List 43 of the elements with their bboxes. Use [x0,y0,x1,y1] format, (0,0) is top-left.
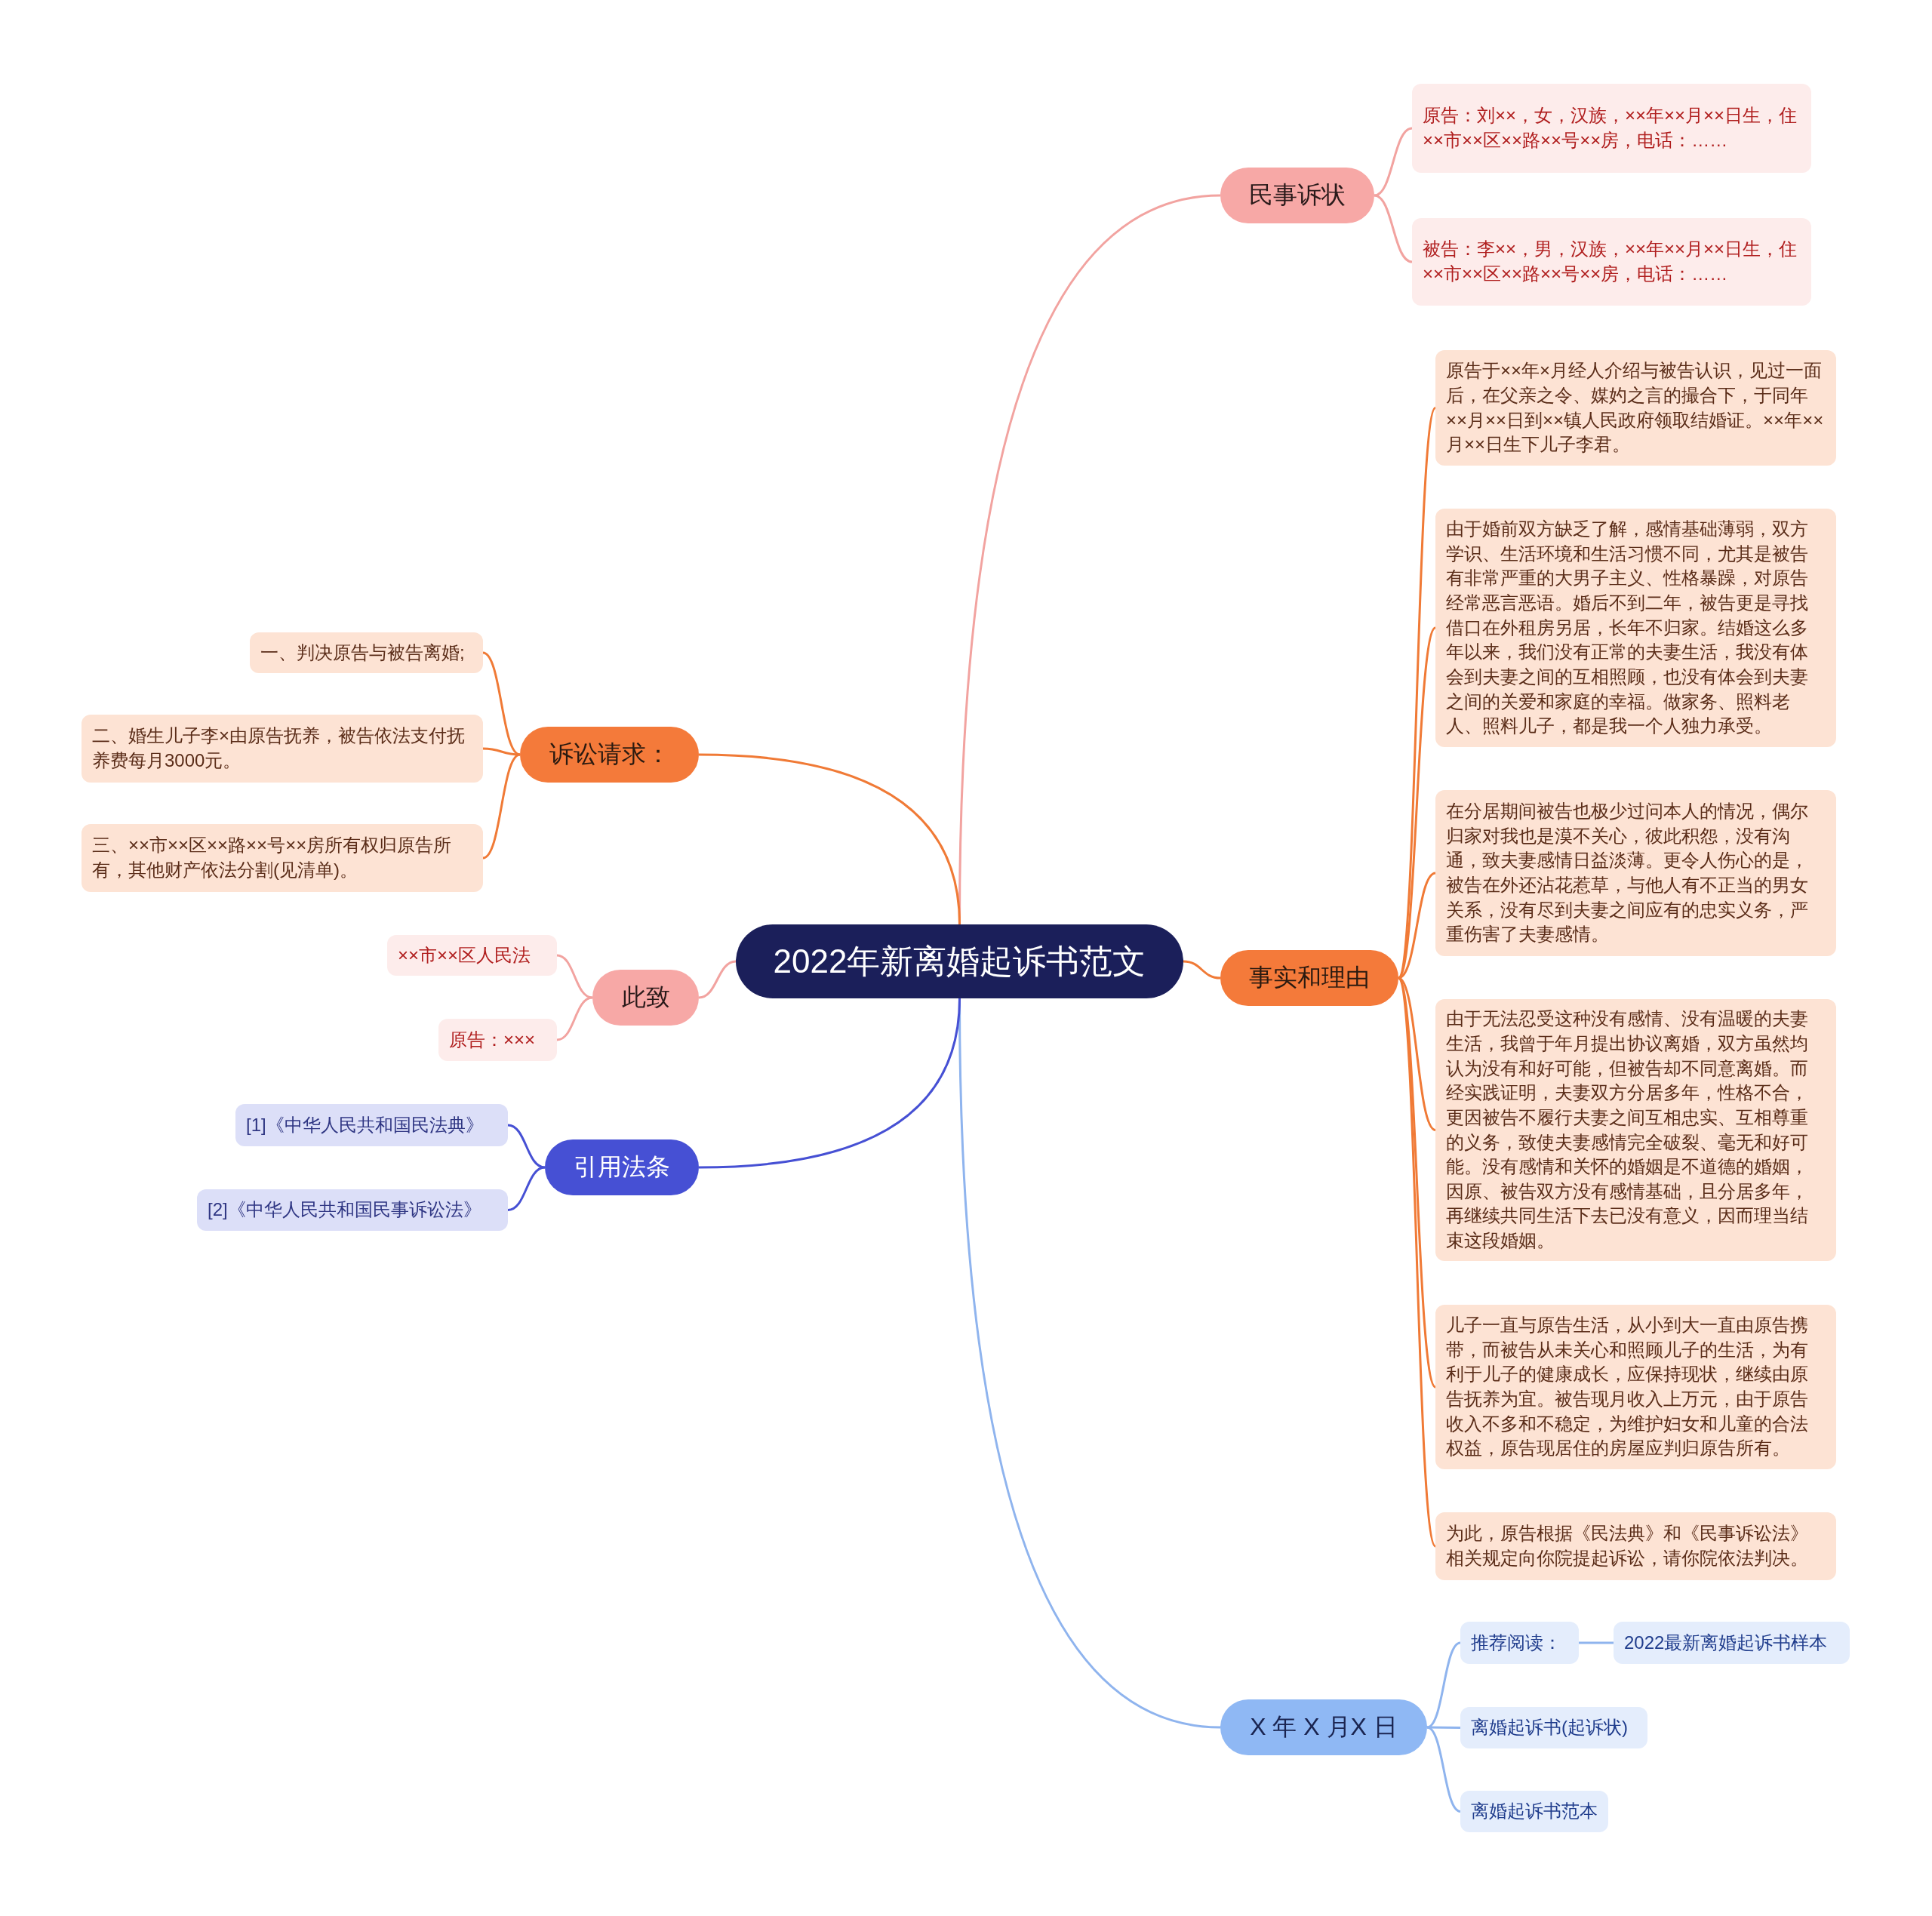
note-box: 二、婚生儿子李×由原告抚养，被告依法支付抚养费每月3000元。 [82,715,483,783]
connector [482,753,521,860]
link-box: 离婚起诉书(起诉状) [1460,1707,1647,1748]
branch-topic-pill: 诉讼请求： [520,727,699,783]
link-box: 2022最新离婚起诉书样本 [1614,1622,1850,1664]
reference-box: [2]《中华人民共和国民事诉讼法》 [197,1189,508,1231]
connector [507,1166,546,1211]
branch-topic-pill: 引用法条 [545,1139,699,1195]
note-box: 一、判决原告与被告离婚; [250,632,483,673]
note-box: 由于婚前双方缺乏了解，感情基础薄弱，双方学识、生活环境和生活习惯不同，尤其是被告有非常严重的大男子主义、性格暴躁，对原告经常恶言恶语。婚后不到二年，被告更是寻找借口在外租房另居，长年不归家。结婚这么多年以来，我们没有正常的夫妻生活，我没有体会到夫妻之间的互相照顾，也没有体会到夫妻之间的关爱和家庭的幸福。做家务、照料老人、照料儿子，都是我一个人独力承受。 [1435,509,1836,747]
connector [1426,1726,1461,1813]
note-box: 原告：××× [438,1019,557,1061]
connector [1374,127,1413,197]
link-box: 推荐阅读： [1460,1622,1579,1664]
connector [698,998,961,1169]
note-box: 为此，原告根据《民法典》和《民事诉讼法》相关规定向你院提起诉讼，请你院依法判决。 [1435,1512,1836,1580]
note-box: 三、××市××区××路××号××房所有权归原告所有，其他财产依法分割(见清单)。 [82,824,483,892]
central-topic-pill: 2022年新离婚起诉书范文 [736,924,1183,998]
connector [1579,1641,1614,1644]
note-box: 原告于××年×月经人介绍与被告认识，见过一面后，在父亲之令、媒妁之言的撮合下，于同年××月××日到××镇人民政府领取结婚证。××年××月××日生下儿子李君。 [1435,350,1836,466]
connector [1397,407,1437,979]
branch-topic-pill: X 年 X 月X 日 [1220,1699,1427,1755]
branch-topic-pill: 此致 [592,970,699,1026]
connector [556,954,593,999]
connector [698,753,961,925]
branch-topic-pill: 事实和理由 [1220,950,1398,1006]
note-box: 原告：刘××，女，汉族，××年××月××日生，住××市××区××路××号××房，电话：…… [1412,84,1811,173]
connector [698,960,737,999]
note-box: 由于无法忍受这种没有感情、没有温暖的夫妻生活，我曾于年月提出协议离婚，双方虽然均认为没有和好可能，但被告却不同意离婚。而经实践证明，夫妻双方分居多年，性格不合，更因被告不履行夫妻之间互相忠实、互相尊重的义务，致使夫妻感情完全破裂、毫无和好可能。没有感情和关怀的婚姻是不道德的婚姻，因原、被告双方没有感情基础，且分居多年，再继续共同生活下去已没有意义，因而理当结束这段婚姻。 [1435,999,1836,1261]
connector [1397,977,1437,1547]
note-box: 儿子一直与原告生活，从小到大一直由原告携带，而被告从未关心和照顾儿子的生活，为有利于儿子的健康成长，应保持现状，继续由原告抚养为宜。被告现月收入上万元，由于原告收入不多和不稳定，为维护妇女和儿童的合法权益，原告现居住的房屋应判归原告所有。 [1435,1305,1836,1469]
connector [1426,1641,1461,1729]
connector [482,747,521,756]
note-box: 在分居期间被告也极少过问本人的情况，偶尔归家对我也是漠不关心，彼此积怨，没有沟通，致夫妻感情日益淡薄。更令人伤心的是，被告在外还沾花惹草，与他人有不正当的男女关系，没有尽到夫妻之间应有的忠实义务，严重伤害了夫妻感情。 [1435,790,1836,956]
connector [1374,194,1413,263]
connector [1183,960,1221,980]
connector [507,1124,546,1169]
reference-box: [1]《中华人民共和国民法典》 [235,1104,508,1146]
note-box: ××市××区人民法 [387,935,557,976]
branch-topic-pill: 民事诉状 [1220,168,1374,223]
link-box: 离婚起诉书范本 [1460,1791,1608,1832]
connector [556,996,593,1041]
note-box: 被告：李××，男，汉族，××年××月××日生，住××市××区××路××号××房，电话：…… [1412,218,1811,306]
